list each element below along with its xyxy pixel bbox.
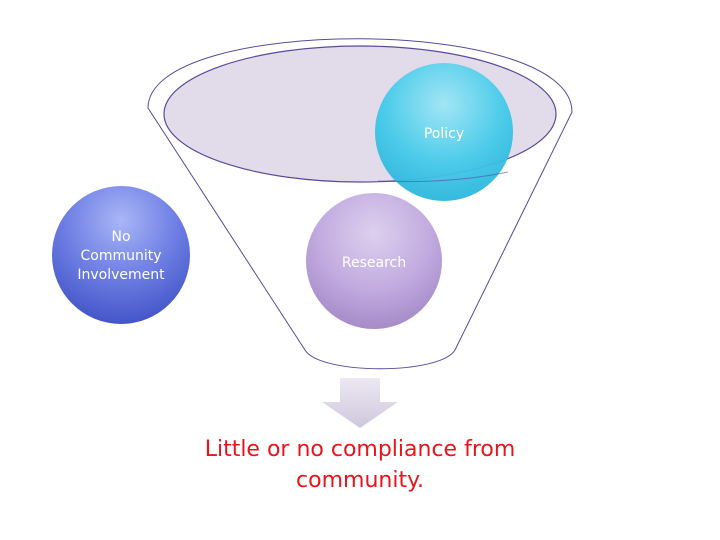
research-label: Research (342, 255, 406, 271)
caption: Little or no compliance from community. (160, 434, 560, 496)
no-involvement-label-line-2: Community (80, 248, 161, 264)
down-arrow-icon (322, 378, 398, 428)
policy-label: Policy (424, 126, 464, 142)
no-involvement-label-line-1: No (111, 229, 130, 245)
no-involvement-bubble (52, 186, 190, 324)
research-bubble (306, 193, 442, 329)
funnel-rim-overlay (377, 171, 509, 183)
policy-bubble (375, 63, 513, 201)
caption-line-2: community. (296, 468, 424, 493)
caption-line-1: Little or no compliance from (204, 437, 516, 462)
no-involvement-label-line-3: Involvement (77, 267, 165, 283)
